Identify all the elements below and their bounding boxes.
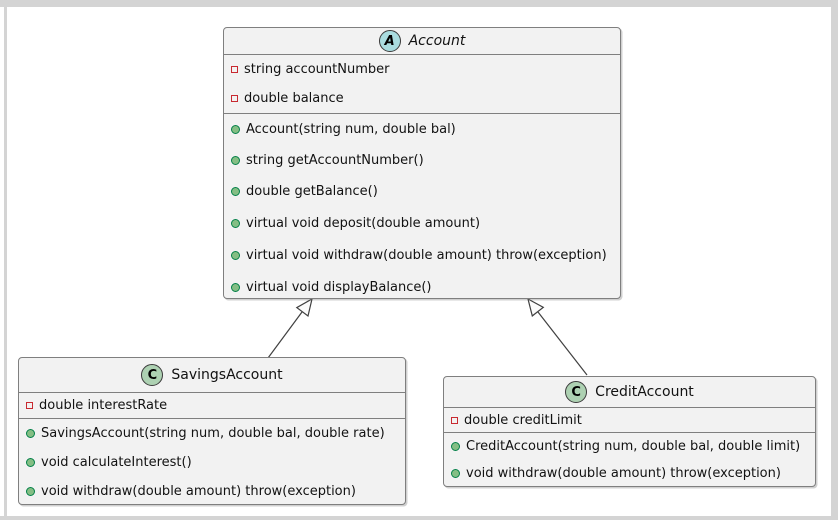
private-field-icon (26, 402, 33, 409)
method-text: void withdraw(double amount) throw(excep… (41, 484, 356, 499)
method-row: string getAccountNumber() (224, 145, 620, 176)
class-title: C SavingsAccount (19, 358, 405, 392)
public-method-icon (26, 458, 35, 467)
class-box-savings-account: C SavingsAccount double interestRate Sav… (18, 357, 406, 505)
class-name: SavingsAccount (171, 367, 283, 383)
methods-section: Account(string num, double bal) string g… (224, 113, 620, 303)
field-text: double interestRate (39, 398, 168, 413)
class-name: Account (408, 33, 466, 49)
public-method-icon (451, 442, 460, 451)
fields-section: double interestRate (19, 392, 405, 418)
method-row: virtual void withdraw(double amount) thr… (224, 239, 620, 271)
method-text: void withdraw(double amount) throw(excep… (466, 466, 781, 481)
field-row: double creditLimit (444, 408, 815, 432)
public-method-icon (26, 487, 35, 496)
method-text: virtual void displayBalance() (246, 279, 432, 295)
class-icon: C (141, 364, 164, 386)
field-text: double balance (244, 91, 344, 106)
method-text: string getAccountNumber() (246, 153, 424, 168)
field-text: double creditLimit (464, 412, 582, 428)
method-text: Account(string num, double bal) (246, 122, 456, 137)
inheritance-arrow-credit-to-account (527, 297, 588, 376)
method-row: void withdraw(double amount) throw(excep… (444, 460, 815, 487)
field-row: double balance (224, 84, 620, 113)
method-text: SavingsAccount(string num, double bal, d… (41, 426, 385, 441)
public-method-icon (231, 187, 240, 196)
method-text: double getBalance() (246, 184, 378, 199)
field-text: string accountNumber (244, 62, 390, 77)
public-method-icon (231, 156, 240, 165)
frame-bottom (0, 516, 838, 520)
fields-section: double creditLimit (444, 407, 815, 432)
class-title: C CreditAccount (444, 377, 815, 407)
class-box-account: A Account string accountNumber double ba… (223, 27, 621, 299)
public-method-icon (231, 125, 240, 134)
class-icon: C (565, 381, 588, 403)
method-row: void withdraw(double amount) throw(excep… (19, 477, 405, 506)
method-row: double getBalance() (224, 176, 620, 207)
method-row: virtual void displayBalance() (224, 271, 620, 303)
abstract-class-icon: A (378, 30, 401, 52)
frame-top (0, 0, 838, 7)
method-row: SavingsAccount(string num, double bal, d… (19, 419, 405, 448)
frame-left (4, 7, 7, 516)
field-row: double interestRate (19, 393, 405, 418)
method-text: void calculateInterest() (41, 455, 192, 470)
methods-section: CreditAccount(string num, double bal, do… (444, 432, 815, 487)
inheritance-arrow-savings-to-account (267, 297, 313, 359)
methods-section: SavingsAccount(string num, double bal, d… (19, 418, 405, 506)
method-row: Account(string num, double bal) (224, 114, 620, 145)
public-method-icon (231, 218, 240, 228)
fields-section: string accountNumber double balance (224, 54, 620, 113)
class-title: A Account (224, 28, 620, 54)
private-field-icon (231, 66, 238, 73)
frame-right (831, 0, 838, 520)
private-field-icon (451, 416, 458, 424)
method-row: void calculateInterest() (19, 448, 405, 477)
method-row: CreditAccount(string num, double bal, do… (444, 433, 815, 460)
field-row: string accountNumber (224, 55, 620, 84)
public-method-icon (231, 250, 240, 260)
method-text: CreditAccount(string num, double bal, do… (466, 439, 801, 454)
public-method-icon (26, 429, 35, 438)
class-name: CreditAccount (595, 384, 694, 400)
method-text: virtual void deposit(double amount) (246, 215, 481, 231)
method-text: virtual void withdraw(double amount) thr… (246, 247, 607, 263)
method-row: virtual void deposit(double amount) (224, 207, 620, 239)
public-method-icon (451, 469, 460, 478)
class-box-credit-account: C CreditAccount double creditLimit Credi… (443, 376, 816, 487)
private-field-icon (231, 95, 238, 102)
public-method-icon (231, 282, 240, 292)
